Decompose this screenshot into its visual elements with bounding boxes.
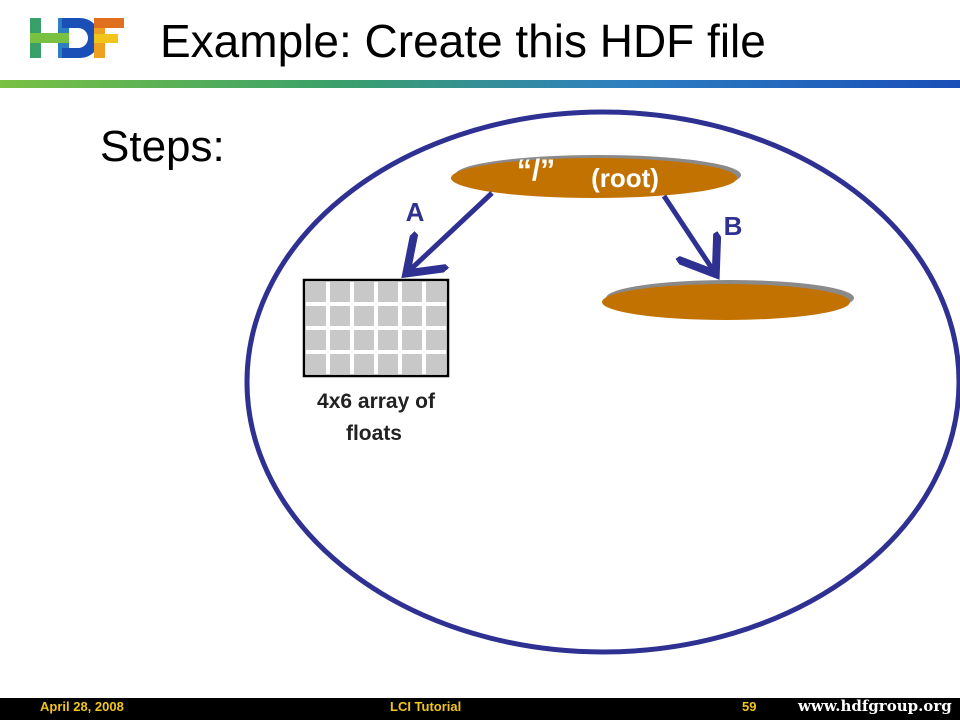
link-a-arrow — [410, 191, 494, 270]
dataset-cell — [306, 306, 326, 326]
dataset-caption-line2: floats — [346, 422, 402, 445]
dataset-cell — [378, 306, 398, 326]
slide-title: Example: Create this HDF file — [160, 15, 766, 67]
dataset-cell — [402, 354, 422, 374]
dataset-cell — [330, 330, 350, 350]
dataset-cell — [426, 330, 446, 350]
steps-heading: Steps: — [100, 122, 225, 171]
dataset-cell — [402, 330, 422, 350]
footer-center-text: LCI Tutorial — [390, 699, 462, 714]
hdf-file-outline — [244, 109, 960, 655]
dataset-cell — [330, 306, 350, 326]
dataset-cell — [354, 282, 374, 302]
dataset-cell — [306, 354, 326, 374]
dataset-cell — [306, 282, 326, 302]
hdf-logo — [30, 18, 124, 58]
dataset-cell — [402, 306, 422, 326]
root-group-quote-label: “/” — [517, 154, 555, 187]
dataset-cell — [378, 330, 398, 350]
root-group-label: (root) — [591, 163, 659, 193]
dataset-cell — [426, 282, 446, 302]
dataset-cell — [402, 282, 422, 302]
dataset-cell — [426, 306, 446, 326]
footer-page-number: 59 — [742, 699, 757, 714]
dataset-cell — [306, 330, 326, 350]
dataset-array-grid[interactable] — [302, 278, 450, 378]
dataset-cell — [354, 306, 374, 326]
dataset-caption-line1: 4x6 array of — [317, 390, 436, 413]
link-b-label: B — [724, 211, 743, 241]
dataset-cell — [426, 354, 446, 374]
dataset-cell — [378, 354, 398, 374]
footer-bar — [0, 698, 960, 720]
dataset-cell — [330, 354, 350, 374]
link-a-label: A — [406, 197, 425, 227]
footer-date: April 28, 2008 — [40, 699, 124, 714]
footer-url: www.hdfgroup.org — [798, 697, 952, 715]
title-divider — [0, 80, 960, 88]
root-group[interactable] — [451, 158, 737, 198]
dataset-cell — [354, 354, 374, 374]
dataset-cell — [378, 282, 398, 302]
dataset-cell — [330, 282, 350, 302]
dataset-cell — [354, 330, 374, 350]
group-b[interactable] — [602, 284, 850, 320]
link-b-arrow — [661, 194, 713, 270]
